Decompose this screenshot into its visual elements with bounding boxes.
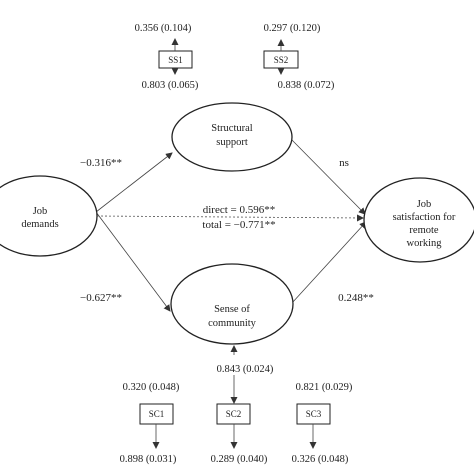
path-sc-to-js <box>291 221 367 304</box>
indicator-sc3-label: SC3 <box>306 409 322 419</box>
path-jd-to-js-direct <box>96 214 364 222</box>
label-job-satisfaction-1: Job <box>417 199 432 210</box>
node-sense-of-community <box>170 263 294 345</box>
node-job-satisfaction <box>363 177 474 263</box>
path-ss-to-js <box>289 137 366 215</box>
coef-sc-to-js: 0.248** <box>338 292 374 304</box>
label-job-satisfaction-4: working <box>407 238 443 249</box>
label-job-demands-1: Job <box>33 206 48 217</box>
node-job-demands <box>0 175 98 257</box>
value-ss1-error: 0.356 (0.104) <box>135 23 192 34</box>
label-job-satisfaction-2: satisfaction for <box>393 212 456 223</box>
coef-jd-to-sc: −0.627** <box>80 292 122 304</box>
indicator-sc2 <box>216 403 251 425</box>
label-job-demands-2: demands <box>21 219 58 230</box>
indicator-sc1 <box>139 403 174 425</box>
label-sense-of-community-1: Sense of <box>214 304 250 315</box>
value-sc3-error: 0.326 (0.048) <box>292 454 349 465</box>
value-sc3-loading: 0.821 (0.029) <box>296 382 353 393</box>
value-sc1-loading: 0.320 (0.048) <box>123 382 180 393</box>
indicator-ss1-label: SS1 <box>168 55 183 65</box>
indicator-ss2-label: SS2 <box>274 55 289 65</box>
node-structural-support <box>171 102 293 172</box>
coef-ss-to-js: ns <box>339 157 349 169</box>
value-sc2-error: 0.289 (0.040) <box>211 454 268 465</box>
value-ss2-error: 0.297 (0.120) <box>264 23 321 34</box>
label-structural-support-2: support <box>216 137 248 148</box>
value-sc1-error: 0.898 (0.031) <box>120 454 177 465</box>
indicator-sc2-label: SC2 <box>226 409 242 419</box>
value-ss2-loading: 0.838 (0.072) <box>278 80 335 91</box>
value-ss1-loading: 0.803 (0.065) <box>142 80 199 91</box>
value-sc-error: 0.843 (0.024) <box>217 364 274 375</box>
coef-direct: direct = 0.596** <box>203 204 276 216</box>
label-sense-of-community-2: community <box>208 318 257 329</box>
path-jd-to-ss <box>95 152 173 213</box>
coef-total: total = −0.771** <box>202 219 275 231</box>
indicator-sc3 <box>296 403 331 425</box>
path-jd-to-sc <box>95 211 171 312</box>
coef-jd-to-ss: −0.316** <box>80 157 122 169</box>
label-structural-support-1: Structural <box>211 123 252 134</box>
indicator-sc1-label: SC1 <box>149 409 165 419</box>
label-job-satisfaction-3: remote <box>409 225 438 236</box>
